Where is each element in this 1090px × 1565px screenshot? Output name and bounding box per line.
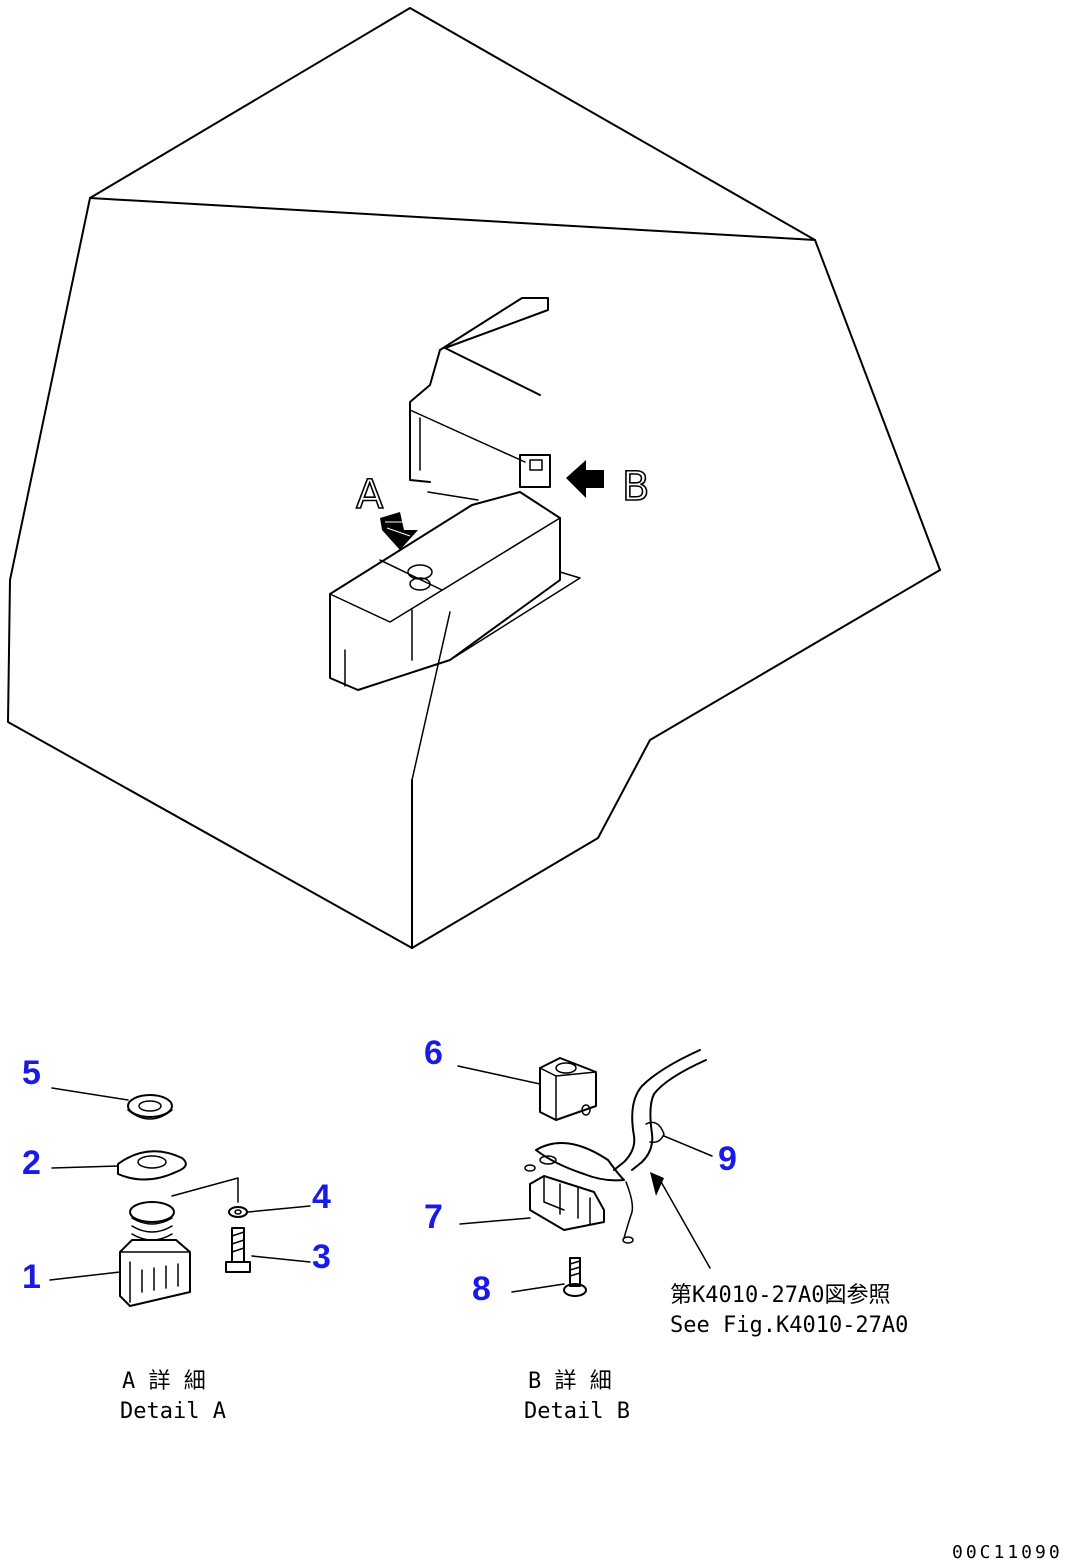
- lower-console: [329, 454, 581, 691]
- callout-2: 2: [22, 1144, 41, 1182]
- callout-4: 4: [312, 1178, 331, 1216]
- caption-detail-b-jp: B 詳 細: [528, 1369, 612, 1394]
- callout-8: 8: [472, 1270, 491, 1308]
- callout-7: 7: [424, 1198, 443, 1236]
- valve-location-b: [519, 454, 551, 488]
- part-6-valve: [539, 1057, 597, 1121]
- caption-detail-a-jp: A 詳 細: [122, 1369, 206, 1394]
- callout-9: 9: [718, 1140, 737, 1178]
- switch-location-a: [407, 564, 433, 591]
- view-arrow-a: [380, 512, 418, 550]
- detail-b: [457, 1049, 713, 1297]
- view-letter-a: A: [356, 472, 384, 518]
- part-3-bolt: [225, 1227, 251, 1273]
- part-4-washer: [228, 1206, 248, 1218]
- callout-3: 3: [312, 1238, 331, 1276]
- caption-detail-a-en: Detail A: [120, 1399, 226, 1424]
- part-1-switch: [119, 1201, 191, 1307]
- caption-detail-b-en: Detail B: [524, 1399, 630, 1424]
- callout-6: 6: [424, 1034, 443, 1072]
- view-letter-b: B: [622, 464, 649, 510]
- reference-jp: 第K4010-27A0図参照: [670, 1283, 890, 1308]
- callout-5: 5: [22, 1054, 41, 1092]
- callout-1: 1: [22, 1258, 41, 1296]
- hose-assembly: [524, 1049, 707, 1244]
- drawing-code: 00C11090: [952, 1542, 1063, 1563]
- view-arrow-b: [566, 460, 604, 498]
- part-2-plate: [117, 1150, 187, 1181]
- detail-a: [49, 1087, 311, 1307]
- part-5-seal: [127, 1094, 173, 1120]
- upper-console: [409, 297, 549, 483]
- part-7-bracket: [529, 1175, 605, 1231]
- cab-outline: [7, 7, 941, 949]
- reference-en: See Fig.K4010-27A0: [670, 1313, 908, 1338]
- part-8-bolt: [563, 1257, 587, 1297]
